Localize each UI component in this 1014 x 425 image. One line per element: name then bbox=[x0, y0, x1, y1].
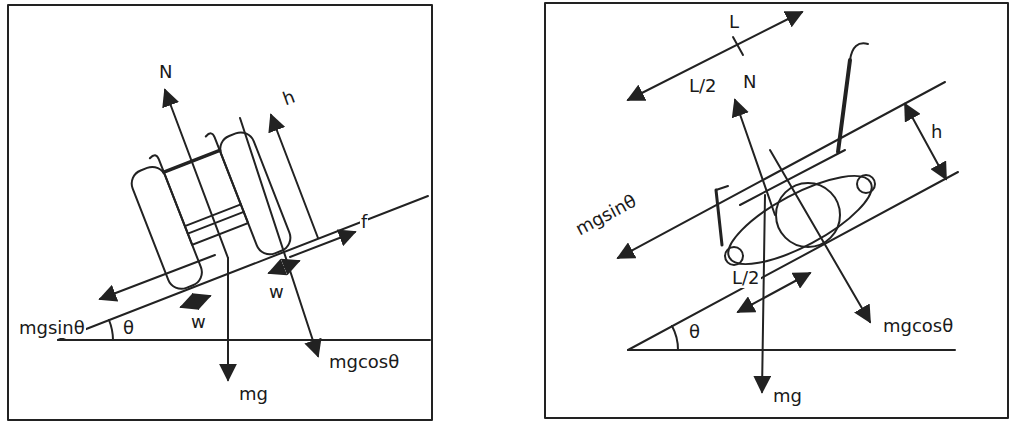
friction-arrow bbox=[290, 232, 355, 257]
angle-label: θ bbox=[122, 318, 135, 338]
force-label: mgsinθ bbox=[18, 318, 86, 338]
panel-frame bbox=[545, 3, 1008, 418]
force-label: N bbox=[742, 72, 757, 92]
height-dimension bbox=[905, 104, 946, 179]
height-dimension bbox=[271, 115, 318, 238]
backrest bbox=[838, 60, 850, 152]
handle bbox=[205, 132, 219, 153]
dimension-label: L/2 bbox=[731, 268, 761, 288]
wheel bbox=[725, 247, 743, 265]
normal-component-arrow bbox=[240, 118, 318, 356]
handle bbox=[149, 154, 163, 175]
angle-arc bbox=[672, 326, 678, 350]
width-dimension bbox=[181, 296, 210, 307]
normal-component-arrow bbox=[770, 150, 870, 322]
dimension-label: w bbox=[268, 282, 285, 302]
dimension-label: h bbox=[930, 122, 943, 142]
weight-arrow bbox=[227, 258, 229, 380]
weight-arrow bbox=[762, 195, 765, 392]
incline bbox=[58, 196, 428, 340]
footrest bbox=[716, 186, 728, 190]
midpoint-tick bbox=[733, 37, 743, 55]
normal-force-arrow bbox=[735, 100, 775, 215]
force-label: f bbox=[360, 212, 368, 232]
handle bbox=[850, 43, 868, 60]
length-dimension bbox=[628, 12, 802, 100]
force-label: mgcosθ bbox=[328, 352, 400, 372]
force-label: mg bbox=[238, 384, 269, 404]
parallel-component-arrow bbox=[100, 255, 215, 299]
angle-arc bbox=[109, 320, 113, 340]
chair-body bbox=[717, 159, 883, 280]
panel-frame bbox=[8, 5, 432, 420]
force-label: N bbox=[158, 62, 173, 82]
force-label: mg bbox=[772, 386, 803, 406]
incline bbox=[628, 172, 958, 350]
force-label: mgcosθ bbox=[882, 316, 954, 336]
dimension-label: L/2 bbox=[688, 76, 718, 96]
dimension-label: h bbox=[279, 86, 298, 109]
width-dimension bbox=[269, 261, 299, 273]
normal-force-arrow bbox=[165, 90, 228, 258]
wheelchair-side-view bbox=[716, 43, 883, 280]
wheel bbox=[857, 175, 875, 193]
dimension-label: L bbox=[728, 12, 740, 32]
footrest bbox=[716, 190, 722, 245]
force-label: mgsinθ bbox=[571, 190, 640, 239]
angle-label: θ bbox=[688, 322, 701, 342]
dimension-label: w bbox=[190, 312, 207, 332]
